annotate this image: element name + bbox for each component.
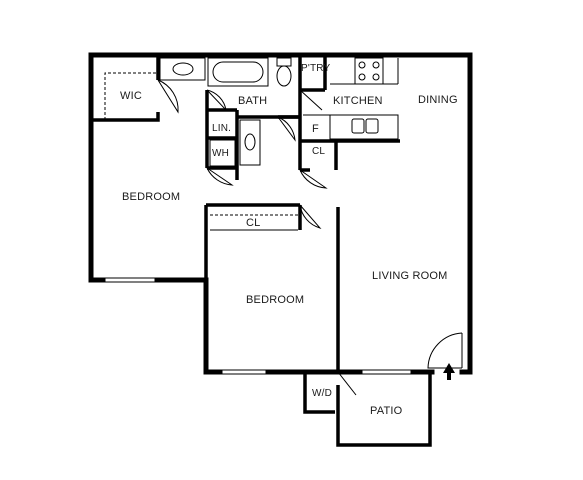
- fixtures: [104, 57, 463, 396]
- washer-dryer-label: W/D: [312, 388, 332, 399]
- bath-label: BATH: [238, 95, 267, 107]
- bedroom-closet-label: CL: [246, 217, 260, 229]
- interior-walls: [91, 55, 432, 447]
- bedroom-2-label: BEDROOM: [246, 294, 304, 306]
- kitchen-label: KITCHEN: [333, 95, 383, 107]
- pantry-label: P'TRY: [301, 63, 331, 74]
- fridge-label: F: [312, 123, 319, 135]
- windows: [103, 277, 413, 375]
- bedroom-1-label: BEDROOM: [122, 191, 180, 203]
- linen-label: LIN.: [212, 123, 231, 134]
- entry-arrow-icon: [443, 363, 455, 380]
- kitchen-closet-label: CL: [312, 146, 325, 157]
- wic-label: WIC: [120, 90, 142, 102]
- living-room-label: LIVING ROOM: [372, 270, 448, 282]
- water-heater-label: WH: [212, 148, 229, 159]
- patio-label: PATIO: [370, 405, 403, 417]
- dining-label: DINING: [418, 94, 458, 106]
- exterior-walls: [88, 52, 473, 375]
